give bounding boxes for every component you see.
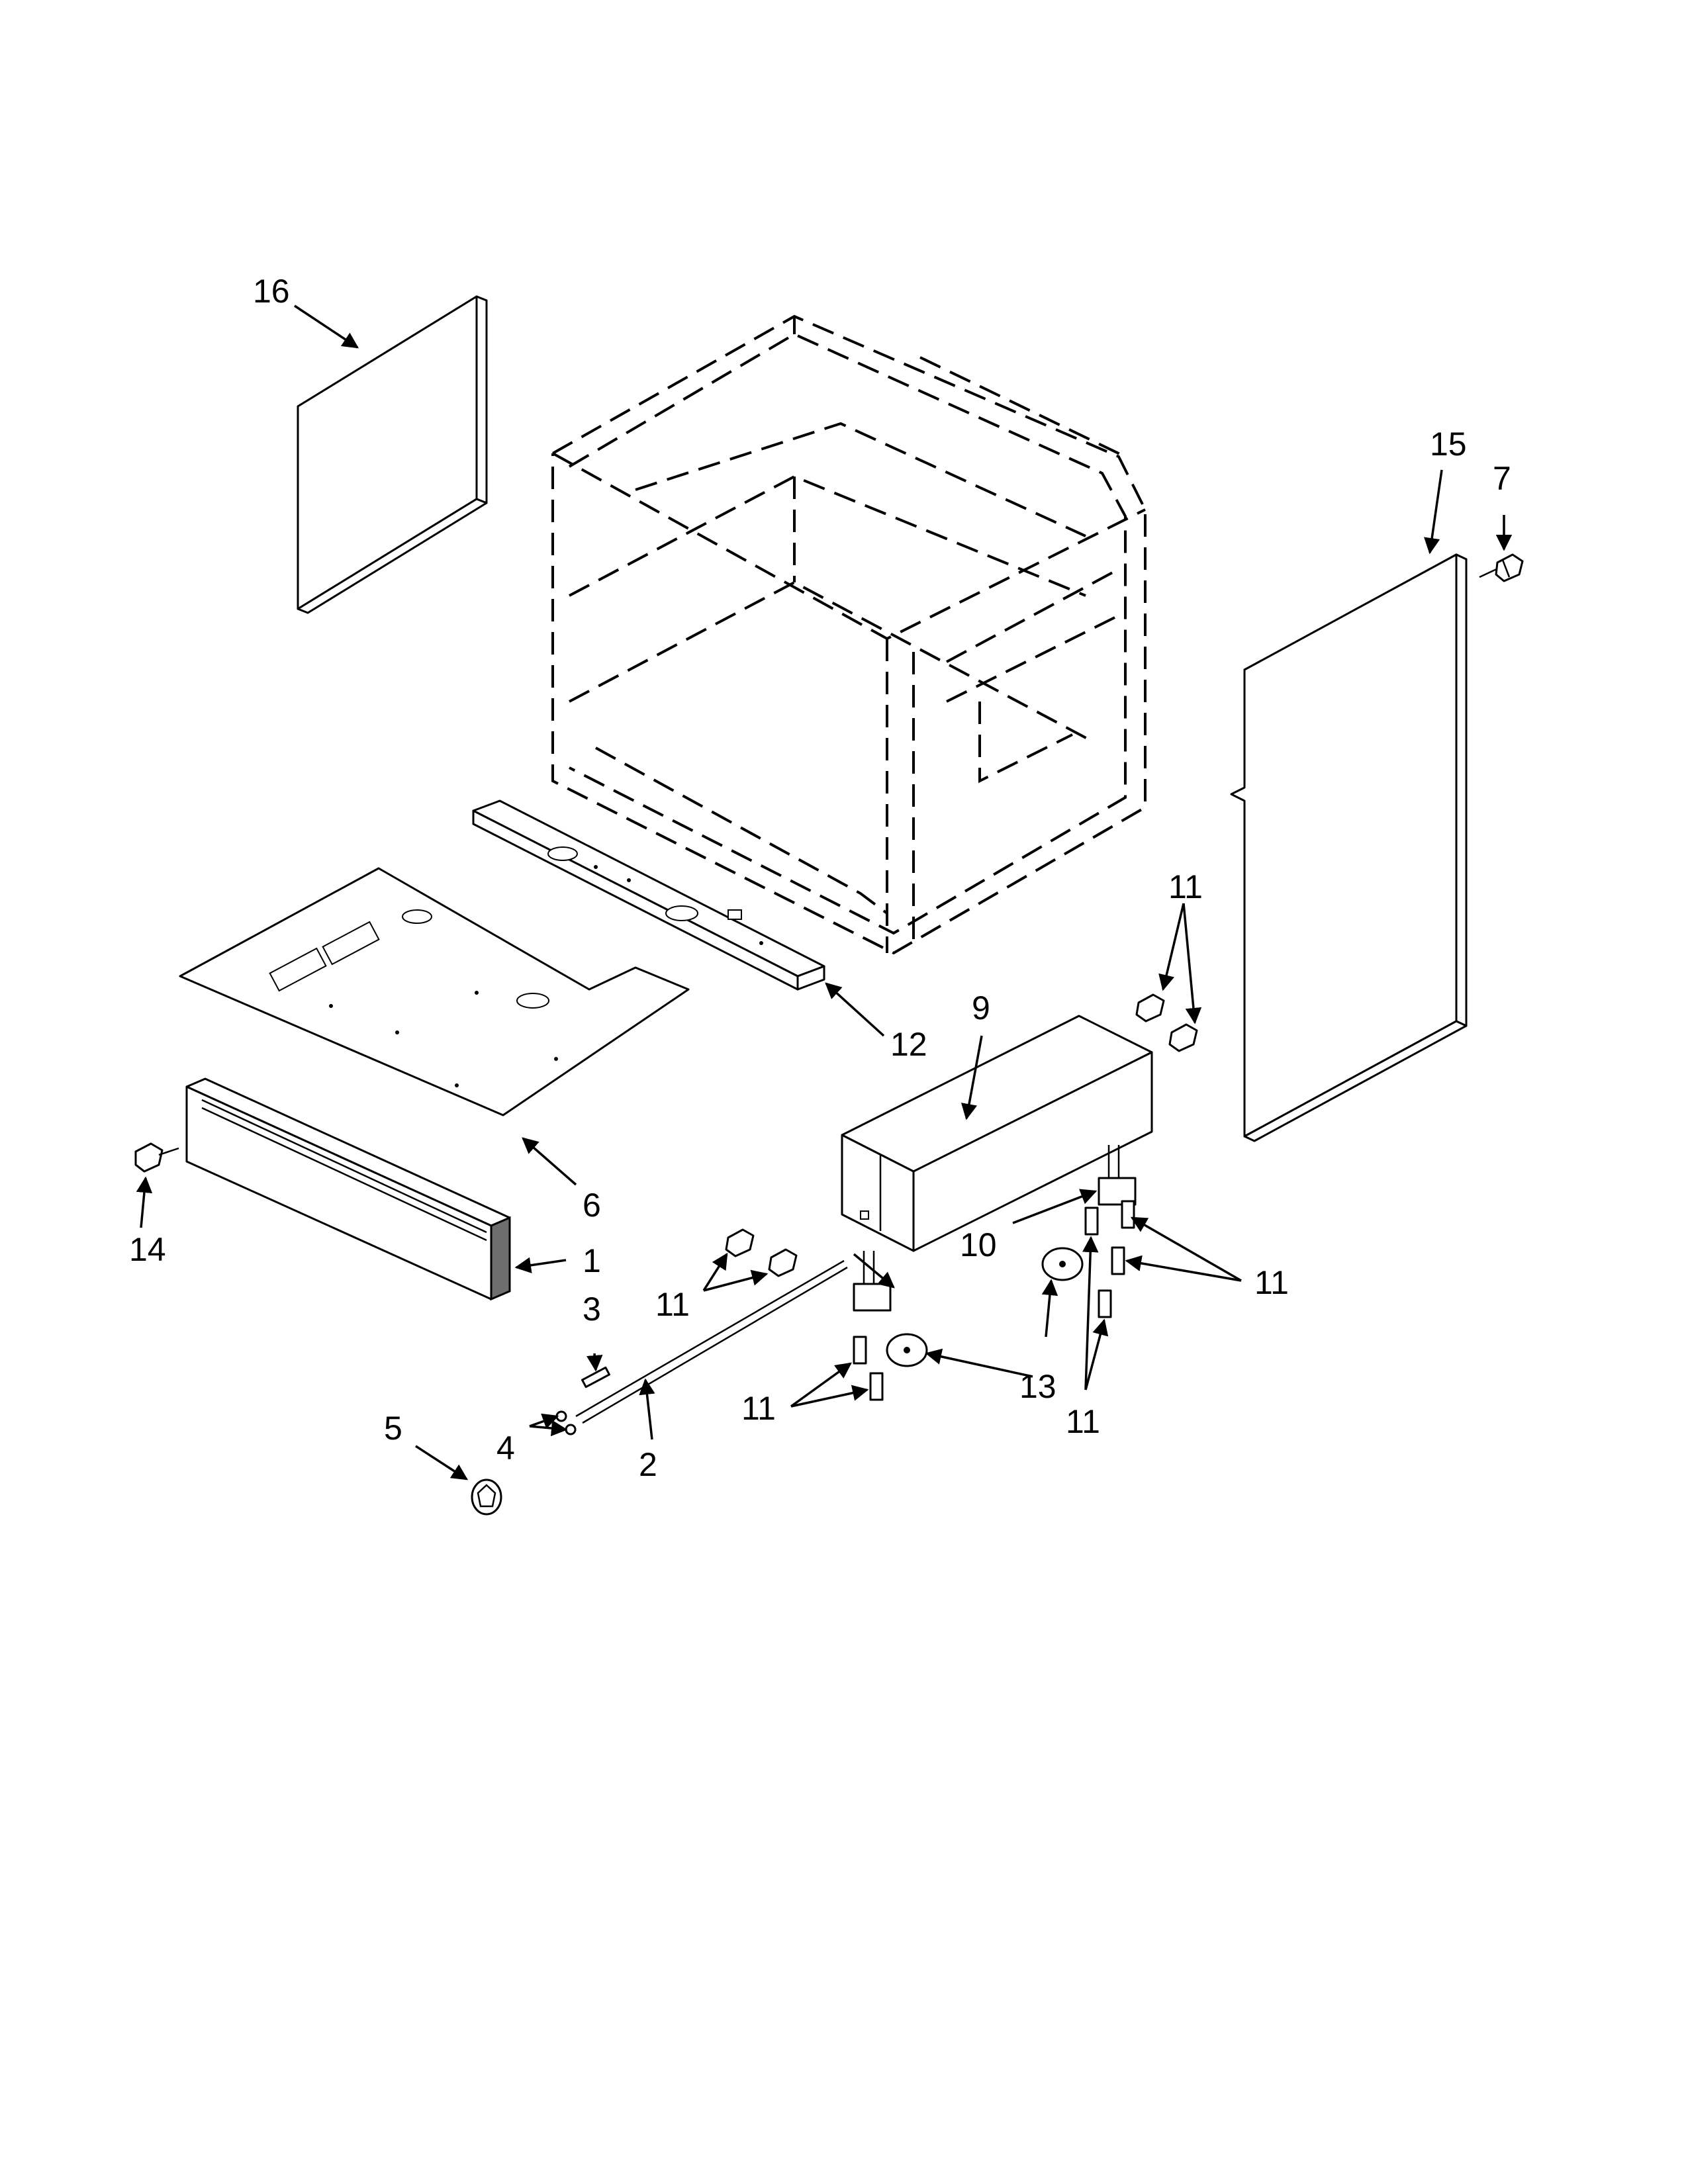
leader-lines [136,304,1513,1480]
part-9-box [841,1015,1153,1252]
part-15-right-side-panel [1230,553,1468,1142]
part-13-regulator-upper [1041,1247,1084,1281]
callout-10: 10 [960,1226,997,1263]
callout-12: 12 [890,1026,927,1063]
callout-5: 5 [384,1410,402,1447]
part-2-tube [575,1259,848,1424]
callout-9: 9 [972,989,990,1026]
callout-6: 6 [583,1187,601,1224]
callout-labels: 16 15 7 11 9 12 14 6 1 10 11 11 3 5 4 2 … [129,273,1511,1483]
callout-13: 13 [1019,1368,1056,1405]
callout-11-right: 11 [1254,1264,1289,1301]
part-1-front-panel [185,1077,511,1301]
callout-2: 2 [639,1446,657,1483]
part-3-orifice [581,1366,610,1388]
part-13-regulator-lower [886,1333,928,1367]
part-14-screw [134,1142,179,1173]
part-12-front-rail [472,799,825,991]
callout-11-top-right: 11 [1168,868,1203,905]
part-16-left-side-panel [297,295,488,614]
part-6-bottom-plate [179,867,690,1116]
part-10-valve-left [853,1251,892,1312]
callout-3: 3 [583,1291,601,1328]
callout-7: 7 [1493,460,1511,497]
part-11-screws [725,993,1198,1401]
part-10-valve-right [1098,1145,1137,1206]
callout-11-bottom-left: 11 [741,1390,776,1427]
callout-15: 15 [1430,426,1467,463]
part-7-screw [1479,553,1524,582]
part-4-fittings [555,1410,577,1435]
part-5-knob [471,1479,502,1516]
callout-11-bottom-right: 11 [1066,1403,1100,1440]
callout-11-left: 11 [655,1286,690,1323]
callout-4: 4 [496,1430,515,1467]
oven-cavity-outline [551,314,1147,955]
callout-16: 16 [253,273,290,310]
callout-1: 1 [583,1242,601,1279]
callout-14: 14 [129,1231,166,1268]
